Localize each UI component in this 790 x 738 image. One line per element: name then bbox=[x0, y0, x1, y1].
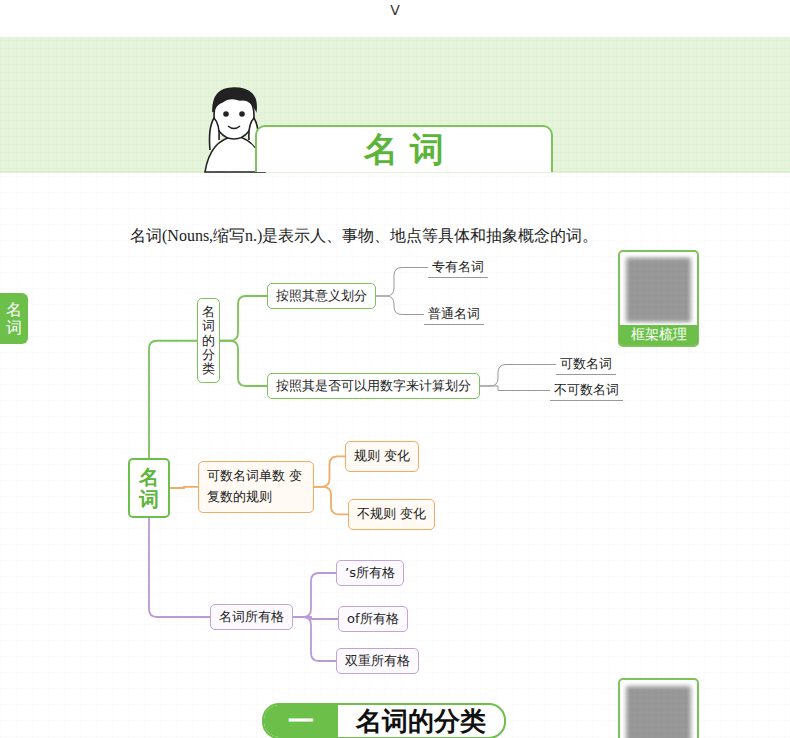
root-node: 名词 bbox=[128, 458, 170, 518]
node-text: 可数名词单数 变复数的规则 bbox=[207, 466, 305, 508]
node-text: 可数名词 bbox=[560, 355, 612, 373]
possessive-box: 名词所有格 bbox=[210, 604, 293, 630]
branch-connector bbox=[170, 487, 198, 488]
node-text: 专有名词 bbox=[432, 258, 484, 276]
node-text: 普通名词 bbox=[428, 305, 480, 323]
category-box: 按照其意义划分 bbox=[267, 283, 376, 309]
node-text: 名词的分类 bbox=[338, 705, 504, 737]
title-box: 名 词 bbox=[255, 125, 553, 172]
category-box: 按照其是否可以用数字来计算划分 bbox=[267, 373, 480, 399]
branch-connector bbox=[293, 617, 338, 619]
node-text: 名词的分类 bbox=[202, 305, 215, 376]
branch-connector bbox=[293, 573, 336, 617]
node-text: 不可数名词 bbox=[554, 381, 619, 399]
branch-connector bbox=[376, 268, 428, 297]
branch-connector bbox=[376, 296, 424, 315]
node-text: 双重所有格 bbox=[345, 652, 410, 670]
page-grid bbox=[0, 172, 790, 738]
leaf-item: 专有名词 bbox=[428, 257, 488, 278]
branch-connector bbox=[480, 365, 556, 387]
node-text: 名词所有格 bbox=[219, 608, 284, 626]
possessive-item: 双重所有格 bbox=[336, 648, 419, 674]
node-text: 名词 bbox=[6, 301, 22, 336]
node-text: of所有格 bbox=[347, 610, 399, 628]
node-text: 按照其意义划分 bbox=[276, 287, 367, 305]
branch-connector bbox=[149, 341, 197, 458]
title-text: 名 词 bbox=[364, 127, 444, 173]
branch-connector bbox=[220, 341, 267, 386]
page-number: V bbox=[390, 2, 400, 18]
leaf-item: 可数名词 bbox=[556, 354, 616, 375]
node-text: 框架梳理 bbox=[631, 326, 687, 344]
node-text: 一 bbox=[264, 705, 338, 737]
banner-band bbox=[0, 37, 790, 172]
node-text: 按照其是否可以用数字来计算划分 bbox=[276, 377, 471, 395]
node-text: 名词 bbox=[139, 466, 159, 510]
section-heading: 一名词的分类 bbox=[262, 703, 506, 738]
branch-connector bbox=[220, 296, 267, 341]
branch-connector bbox=[149, 518, 210, 617]
banner-grid bbox=[0, 37, 790, 172]
branch-box: 名词的分类 bbox=[197, 298, 220, 383]
node-text: 不规则 变化 bbox=[357, 504, 426, 525]
leaf-item: 普通名词 bbox=[424, 304, 484, 325]
leaf-item: 不可数名词 bbox=[550, 380, 623, 401]
qr-code bbox=[619, 679, 698, 738]
node-text: ’s所有格 bbox=[345, 564, 395, 582]
possessive-item: ’s所有格 bbox=[336, 560, 404, 586]
rule-item: 规则 变化 bbox=[345, 441, 419, 472]
branch-connector bbox=[314, 456, 345, 486]
possessive-item: of所有格 bbox=[338, 606, 408, 632]
branch-connector bbox=[293, 617, 336, 661]
rule-box: 可数名词单数 变复数的规则 bbox=[198, 461, 314, 513]
qr-code bbox=[619, 251, 698, 346]
branch-connector bbox=[480, 386, 550, 391]
qr-label: 框架梳理 bbox=[619, 325, 698, 345]
rule-item: 不规则 变化 bbox=[348, 499, 435, 530]
side-tab: 名词 bbox=[0, 293, 28, 344]
definition-text: 名词(Nouns,缩写n.)是表示人、事物、地点等具体和抽象概念的词。 bbox=[130, 226, 598, 247]
node-text: 规则 变化 bbox=[354, 446, 410, 467]
branch-connector bbox=[314, 487, 348, 515]
